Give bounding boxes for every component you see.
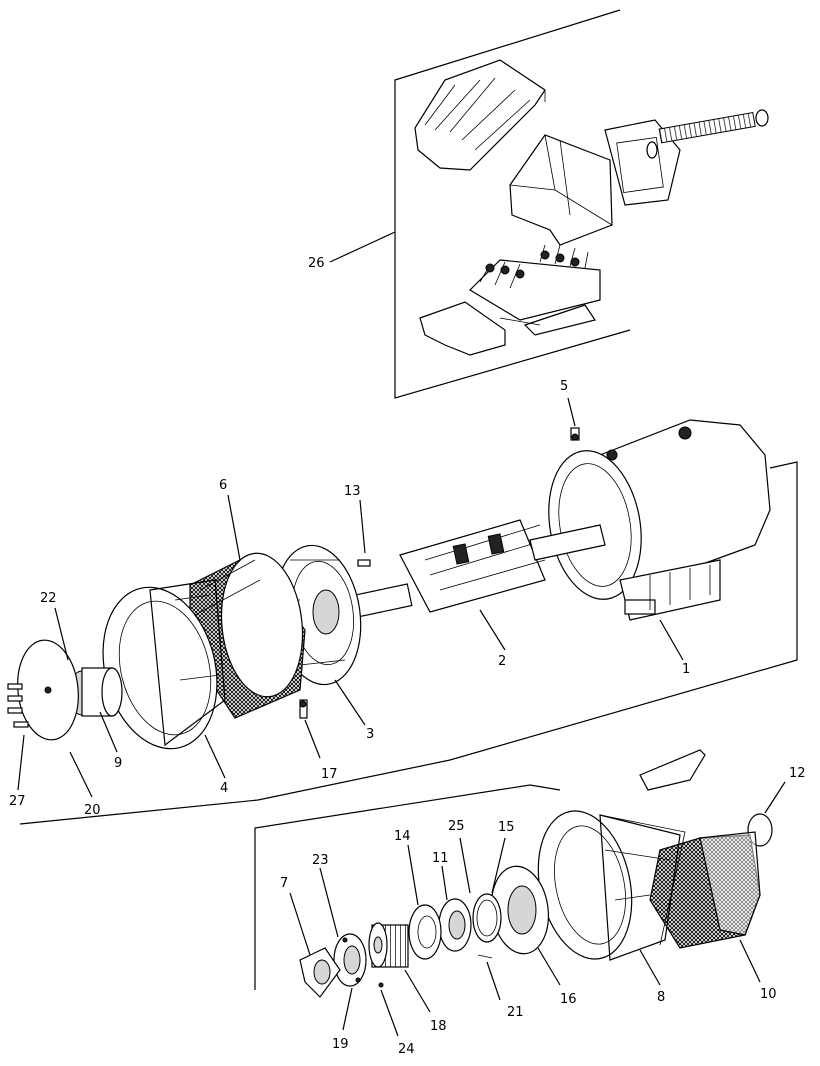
leader-18: [404, 969, 431, 1013]
drive-plate-bolts: [7, 683, 29, 728]
stator-frame: [548, 419, 771, 621]
leader-1: [659, 619, 684, 661]
lifting-bolt: [567, 397, 580, 441]
coupling-hub: [68, 667, 123, 717]
exciter-housing: [537, 810, 686, 961]
label-11: 11: [432, 851, 449, 866]
label-19: 19: [332, 1037, 349, 1052]
label-24: 24: [398, 1042, 415, 1057]
terminal-blocks: [469, 244, 601, 321]
label-27: 27: [9, 794, 26, 809]
label-21: 21: [507, 1005, 524, 1020]
leader-19: [342, 987, 353, 1031]
leader-2: [479, 609, 506, 651]
label-7: 7: [280, 876, 288, 891]
leader-25: [459, 837, 471, 894]
leader-27: [17, 734, 25, 791]
retaining-ring: [472, 893, 502, 943]
leader-26: [329, 231, 396, 263]
label-6: 6: [219, 478, 227, 493]
label-2: 2: [498, 654, 506, 669]
rear-screen: [649, 831, 761, 949]
rotor: [347, 519, 606, 619]
label-10: 10: [760, 987, 777, 1002]
exciter-assembly: 12 10 8 16 21 15: [254, 749, 806, 1057]
bearing: [438, 898, 472, 952]
label-26: 26: [308, 256, 325, 271]
leader-23: [319, 867, 339, 938]
leader-11: [441, 865, 448, 901]
label-1: 1: [682, 662, 690, 677]
terminal-box-cover: [414, 59, 546, 171]
leader-6: [227, 494, 241, 561]
label-17: 17: [321, 767, 338, 782]
dowel-pin: [477, 954, 493, 959]
leader-4: [204, 734, 226, 779]
leader-13: [359, 499, 366, 554]
leader-9: [99, 711, 118, 753]
label-3: 3: [366, 727, 374, 742]
leader-12: [764, 781, 786, 814]
shaft-key: [357, 559, 371, 567]
leader-24: [380, 989, 399, 1037]
label-16: 16: [560, 992, 577, 1007]
label-23: 23: [312, 853, 329, 868]
label-12: 12: [789, 766, 806, 781]
leader-3: [334, 679, 366, 726]
label-18: 18: [430, 1019, 447, 1034]
fan-bolt: [299, 699, 308, 719]
leader-21: [486, 961, 501, 1001]
rear-end-plate: [299, 947, 341, 998]
exciter-bracket: [254, 784, 561, 990]
lock-pin: [378, 982, 384, 988]
leader-14: [407, 844, 419, 906]
terminal-box-frame: [509, 119, 681, 246]
label-14: 14: [394, 829, 411, 844]
label-5: 5: [560, 379, 568, 394]
label-15: 15: [498, 820, 515, 835]
label-13: 13: [344, 484, 361, 499]
label-25: 25: [448, 819, 465, 834]
terminal-box-group: 26: [308, 9, 769, 399]
main-assembly: 1 5 2 13 3: [7, 379, 798, 825]
leader-15: [491, 837, 506, 894]
terminal-base-plates: [419, 301, 596, 356]
label-20: 20: [84, 803, 101, 818]
leader-20: [69, 751, 93, 798]
exciter-stator: [491, 865, 549, 955]
leader-10: [739, 939, 761, 983]
main-assembly-bracket: [19, 461, 798, 825]
leader-7: [289, 892, 311, 956]
bearing-washer: [408, 904, 442, 960]
end-bracket: [102, 579, 226, 750]
label-4: 4: [220, 781, 228, 796]
drive-plate: [17, 639, 79, 741]
leader-16: [537, 947, 561, 986]
air-screen-band: [189, 552, 306, 719]
label-22: 22: [40, 591, 57, 606]
cover-plate: [639, 749, 706, 791]
rectifier-ring: [333, 933, 367, 987]
label-8: 8: [657, 990, 665, 1005]
leader-22: [54, 607, 69, 661]
threaded-stud: [646, 109, 769, 159]
label-9: 9: [114, 756, 122, 771]
leader-17: [304, 719, 321, 759]
leader-8: [639, 949, 661, 986]
exciter-rotor: [368, 922, 409, 968]
